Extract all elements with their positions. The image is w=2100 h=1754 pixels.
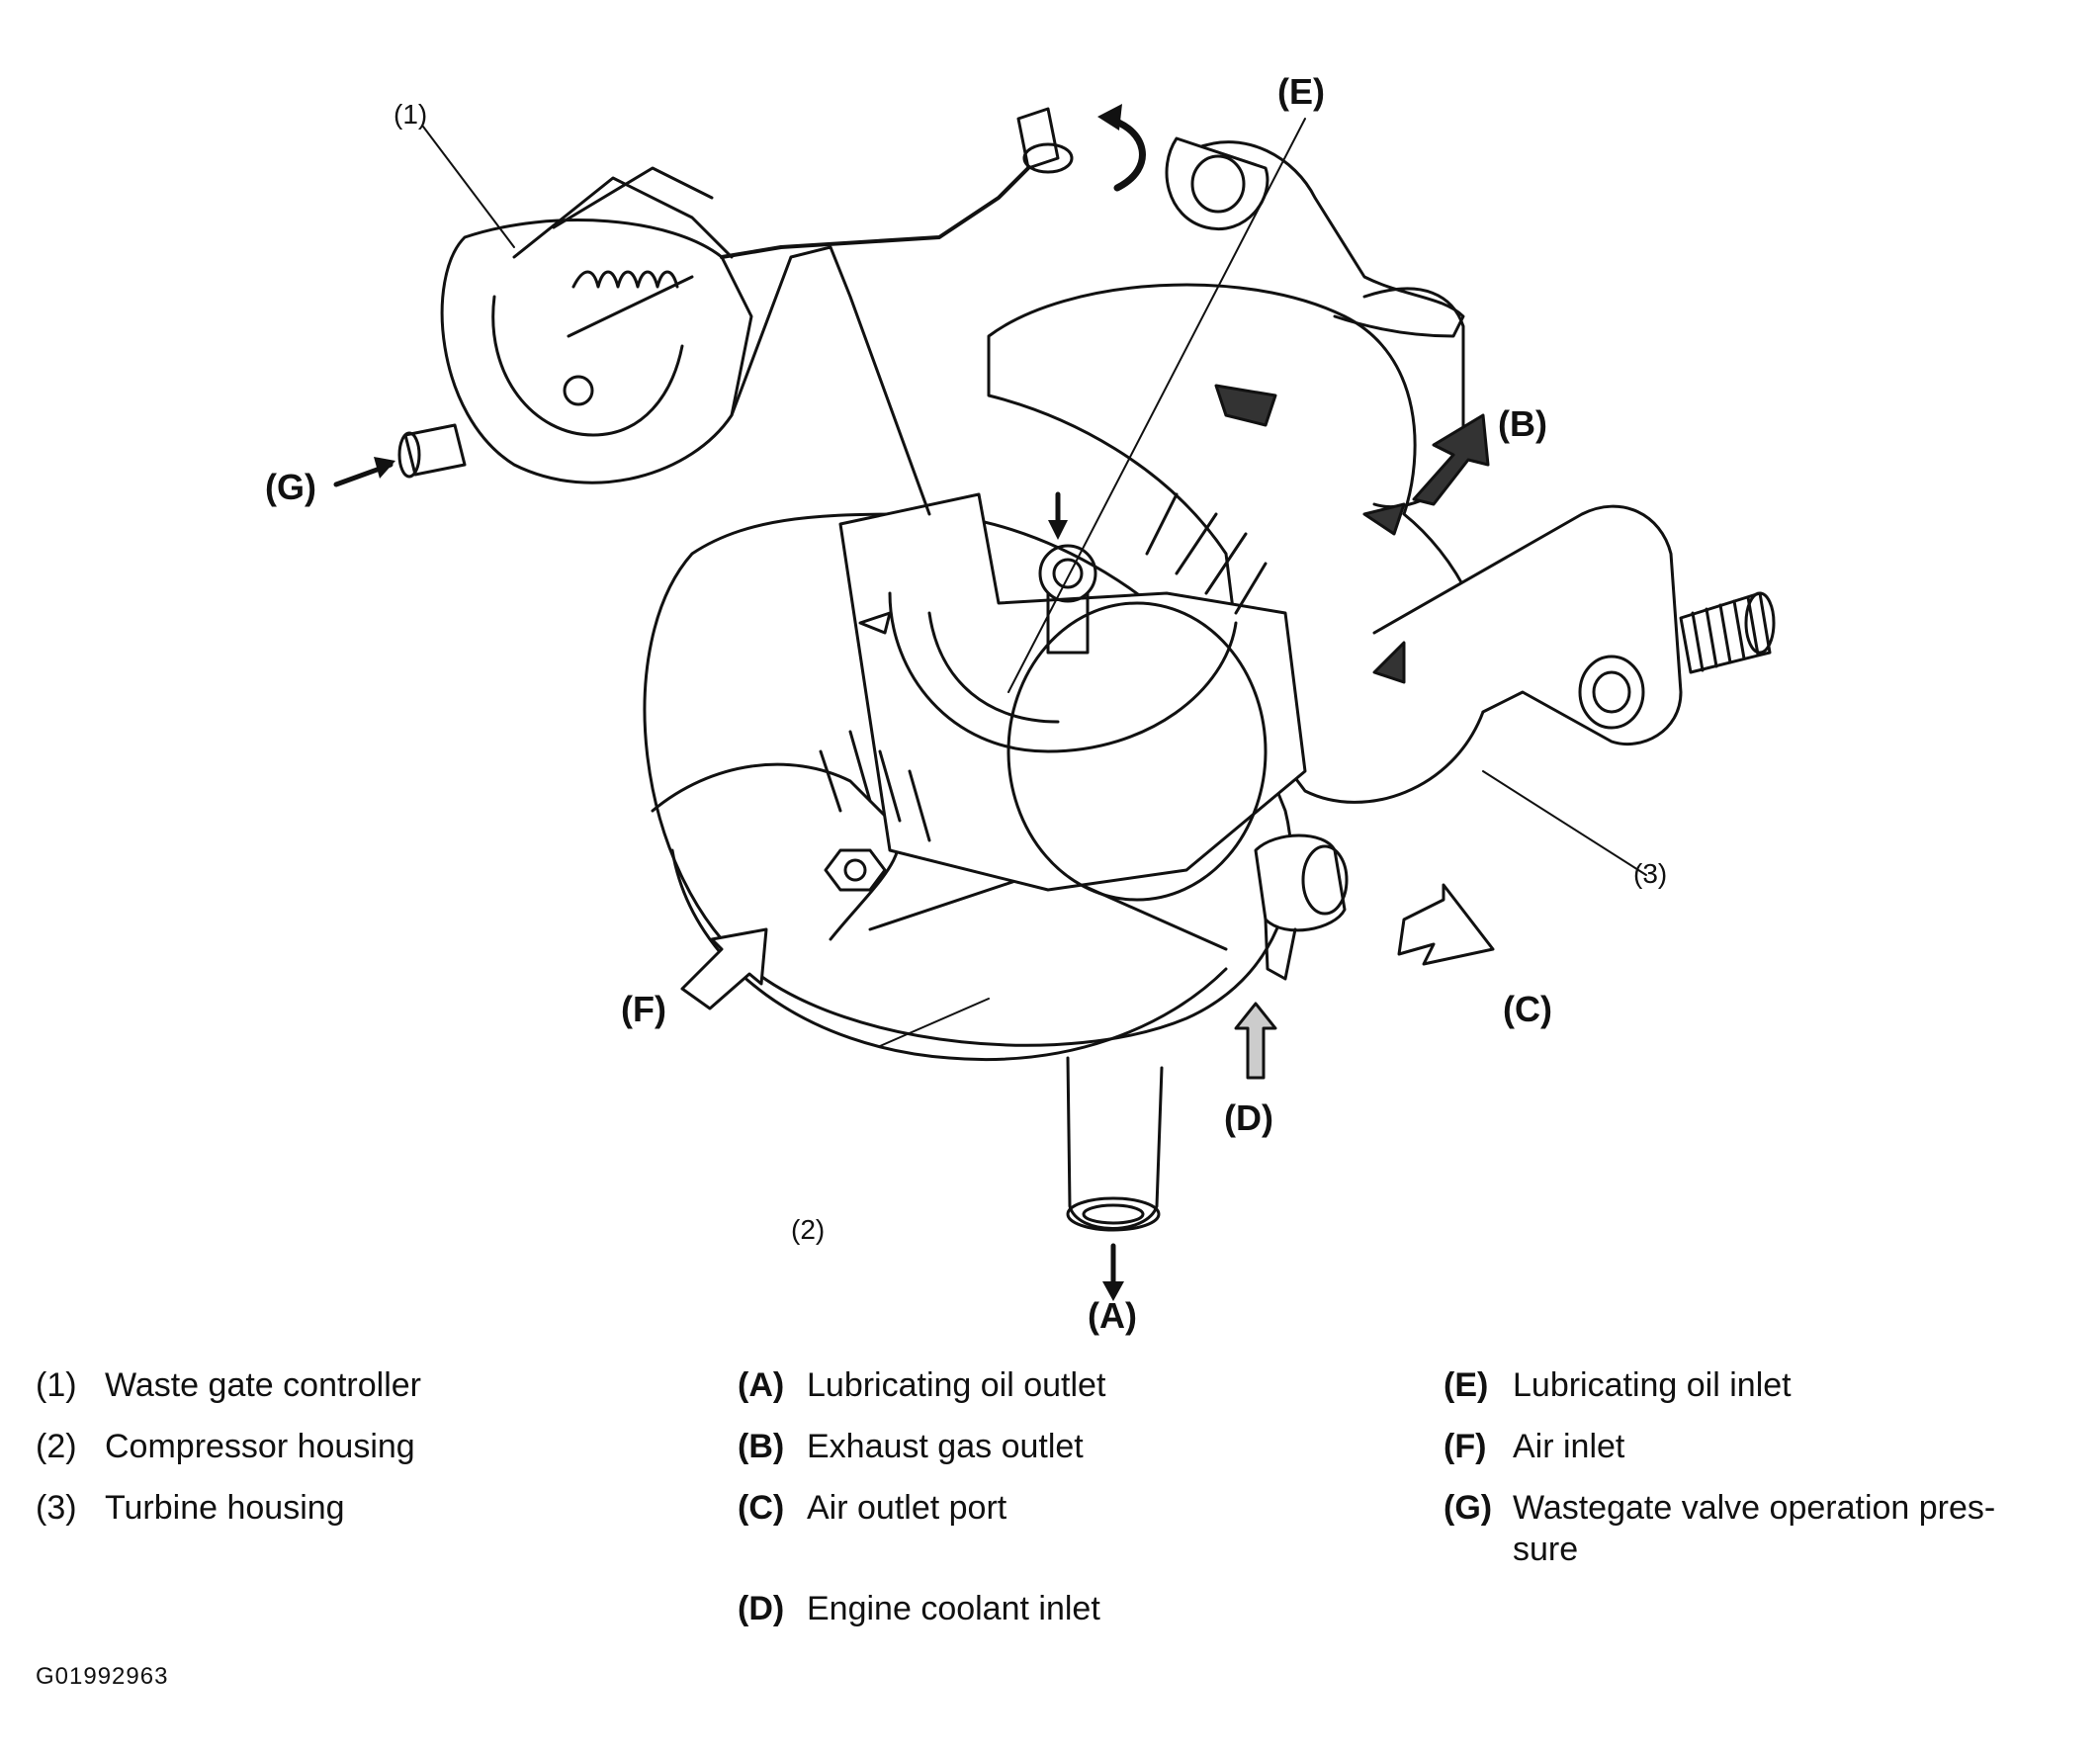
legend-text: Turbine housing: [105, 1489, 345, 1527]
turbocharger-diagram: [333, 104, 1776, 1301]
callout-a: (A): [1088, 1295, 1137, 1336]
center-bearing-section: [819, 492, 1307, 902]
legend-key: (E): [1444, 1366, 1489, 1404]
coolant-port: [1254, 833, 1349, 981]
flow-arrows: [333, 104, 1495, 1301]
waste-gate-controller: [397, 107, 1074, 516]
callout-e: (E): [1277, 71, 1325, 112]
legend-text-continued: sure: [1513, 1531, 1579, 1568]
legend-text: Engine coolant inlet: [807, 1590, 1100, 1627]
legend-text: Air inlet: [1513, 1428, 1625, 1465]
legend-text: Air outlet port: [807, 1489, 1007, 1527]
legend-key: (B): [738, 1428, 785, 1465]
legend-key: (C): [738, 1489, 785, 1527]
legend-text: Compressor housing: [105, 1428, 415, 1465]
callout-2: (2): [791, 1214, 826, 1245]
legend-text: Lubricating oil inlet: [1513, 1366, 1792, 1404]
legend-key: (2): [36, 1428, 77, 1465]
legend-item-g: (G) Wastegate valve operation pres- sure: [1444, 1487, 2076, 1576]
legend-key: (G): [1444, 1489, 1493, 1527]
callout-c: (C): [1503, 989, 1552, 1029]
callout-d: (D): [1224, 1097, 1273, 1138]
legend-text: Waste gate controller: [105, 1366, 421, 1404]
callout-3: (3): [1633, 858, 1668, 889]
legend-text: Wastegate valve operation pres-: [1513, 1489, 1996, 1527]
legend-key: (3): [36, 1489, 77, 1527]
callout-1: (1): [394, 99, 428, 130]
callout-f: (F): [621, 989, 666, 1029]
leader-lines: [422, 118, 1647, 1047]
figure-id: G01992963: [36, 1663, 169, 1690]
legend-key: (1): [36, 1366, 77, 1404]
legend-text: Exhaust gas outlet: [807, 1428, 1084, 1465]
callout-b: (B): [1498, 403, 1547, 444]
legend-key: (D): [738, 1590, 785, 1627]
legend-key: (F): [1444, 1428, 1487, 1465]
legend: (1) Waste gate controller (2) Compressor…: [0, 1364, 2100, 1691]
legend-text: Lubricating oil outlet: [807, 1366, 1106, 1404]
legend-key: (A): [738, 1366, 785, 1404]
callout-g: (G): [265, 467, 316, 507]
